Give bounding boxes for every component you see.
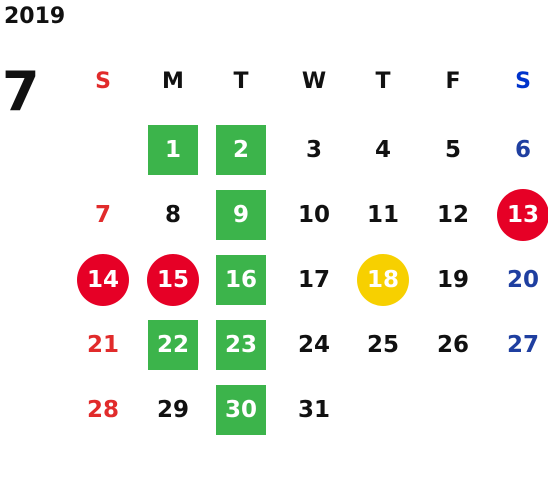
day-cell[interactable]: 2 [208, 125, 274, 175]
day-cell[interactable]: 4 [350, 125, 416, 175]
day-cell[interactable]: 21 [70, 320, 136, 370]
day-cell[interactable]: 9 [208, 190, 274, 240]
day-number: 6 [514, 137, 531, 163]
day-number: 13 [497, 189, 548, 241]
day-cell[interactable]: 7 [70, 190, 136, 240]
day-number: 3 [305, 137, 322, 163]
day-cell[interactable]: 18 [350, 254, 416, 306]
day-cell[interactable]: 14 [70, 254, 136, 306]
day-number: 4 [374, 137, 391, 163]
day-number: 25 [366, 332, 399, 358]
weekday-header: T [375, 68, 391, 94]
day-number: 31 [297, 397, 330, 423]
day-number: 30 [216, 385, 266, 435]
day-number: 5 [444, 137, 461, 163]
day-number: 10 [297, 202, 330, 228]
day-number: 18 [357, 254, 409, 306]
day-cell[interactable]: 20 [490, 255, 548, 305]
day-cell[interactable]: 27 [490, 320, 548, 370]
day-number: 19 [436, 267, 469, 293]
day-cell[interactable]: 13 [490, 189, 548, 241]
day-number: 2 [216, 125, 266, 175]
day-number: 12 [436, 202, 469, 228]
day-cell[interactable]: 15 [140, 254, 206, 306]
weekday-header: F [445, 68, 461, 94]
day-cell[interactable]: 17 [281, 255, 347, 305]
day-number: 1 [148, 125, 198, 175]
day-number: 29 [156, 397, 189, 423]
day-cell[interactable]: 30 [208, 385, 274, 435]
day-cell[interactable]: 1 [140, 125, 206, 175]
day-number: 28 [86, 397, 119, 423]
day-cell[interactable]: 22 [140, 320, 206, 370]
day-cell[interactable]: 29 [140, 385, 206, 435]
weekday-header: M [162, 68, 184, 94]
day-cell[interactable]: 10 [281, 190, 347, 240]
day-number: 23 [216, 320, 266, 370]
day-cell[interactable]: 19 [420, 255, 486, 305]
day-cell[interactable]: 23 [208, 320, 274, 370]
weekday-header: S [515, 68, 531, 94]
day-cell[interactable]: 31 [281, 385, 347, 435]
day-number: 20 [506, 267, 539, 293]
day-number: 27 [506, 332, 539, 358]
day-cell[interactable]: 5 [420, 125, 486, 175]
day-cell[interactable]: 8 [140, 190, 206, 240]
day-number: 7 [94, 202, 111, 228]
weekday-header: S [95, 68, 111, 94]
month-label: 7 [2, 60, 40, 123]
weekday-header: W [301, 68, 327, 94]
day-number: 22 [148, 320, 198, 370]
day-cell[interactable]: 24 [281, 320, 347, 370]
day-number: 9 [216, 190, 266, 240]
day-cell[interactable]: 6 [490, 125, 548, 175]
day-cell[interactable]: 16 [208, 255, 274, 305]
day-number: 11 [366, 202, 399, 228]
day-number: 16 [216, 255, 266, 305]
day-cell[interactable]: 3 [281, 125, 347, 175]
day-cell[interactable]: 12 [420, 190, 486, 240]
day-number: 14 [77, 254, 129, 306]
day-cell[interactable]: 26 [420, 320, 486, 370]
day-cell[interactable]: 25 [350, 320, 416, 370]
year-label: 2019 [4, 4, 66, 29]
day-cell[interactable]: 28 [70, 385, 136, 435]
day-number: 24 [297, 332, 330, 358]
day-number: 15 [147, 254, 199, 306]
day-number: 17 [297, 267, 330, 293]
day-number: 26 [436, 332, 469, 358]
day-number: 21 [86, 332, 119, 358]
day-number: 8 [164, 202, 181, 228]
weekday-header: T [233, 68, 249, 94]
day-cell[interactable]: 11 [350, 190, 416, 240]
